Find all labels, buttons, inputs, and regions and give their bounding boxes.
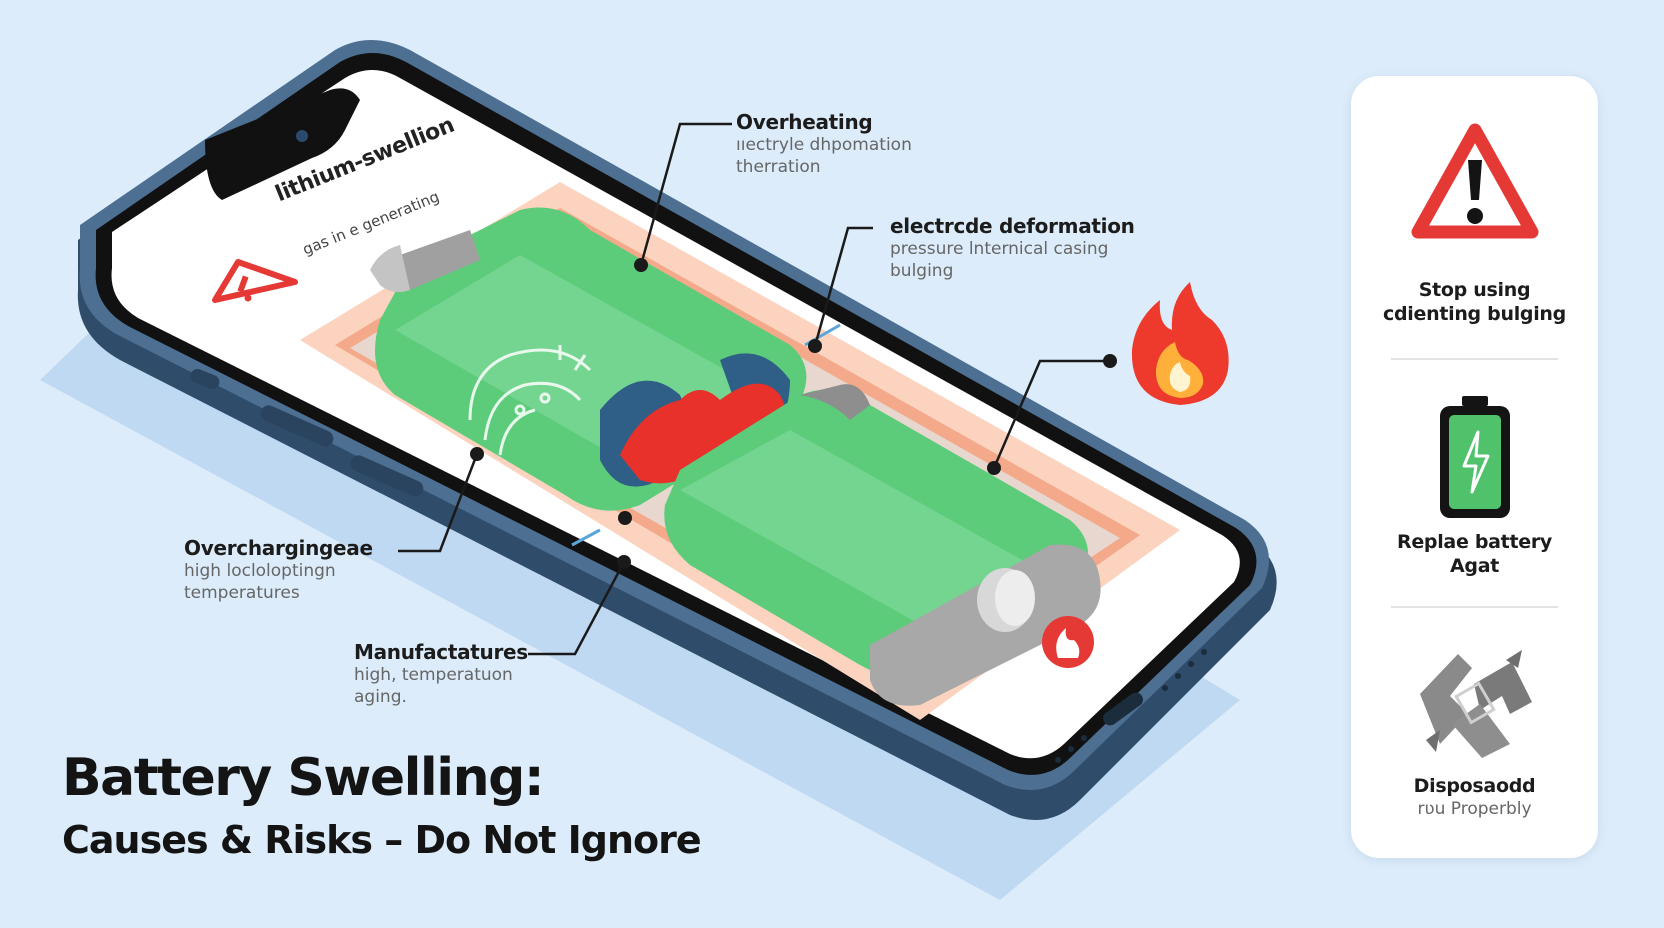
broken-battery-disposal-icon — [1420, 650, 1532, 758]
camera-icon — [296, 130, 308, 142]
action-dispose-properly: Disposaodd rʋu Properbly — [1413, 775, 1536, 819]
action-panel: Stop using cdienting bulging Replae batt… — [1351, 76, 1598, 858]
callout-overcharging: Overchargingeae high locloloptingn tempe… — [184, 536, 373, 603]
warning-triangle-icon — [1411, 123, 1539, 239]
volume-up-button[interactable] — [258, 403, 336, 449]
phone-notch — [205, 88, 360, 200]
callout-leaders — [398, 122, 1110, 656]
speaker-grille — [1055, 649, 1207, 763]
silent-switch[interactable] — [188, 367, 221, 391]
headline-title: Battery Swelling: — [62, 748, 545, 808]
callout-manufacture: Manufactatures high, temperatuon aging. — [354, 640, 528, 707]
headline-subtitle: Causes & Risks – Do Not Ignore — [62, 818, 702, 862]
callout-overheating: Overheating ııectryle dhpomation therrat… — [736, 110, 912, 177]
charging-port — [1103, 692, 1143, 726]
divider — [1391, 606, 1558, 608]
screen-warning-icon — [212, 259, 298, 303]
small-fire-icon — [1042, 616, 1094, 668]
callout-electrode-deformation: electrcde deformation pressure lnternica… — [890, 214, 1135, 281]
volume-down-button[interactable] — [348, 453, 426, 499]
action-replace-battery: Replae battery Agat — [1397, 531, 1552, 577]
callout-dots — [470, 258, 1117, 569]
battery-charge-icon — [1440, 396, 1510, 518]
battery-cell-right — [664, 384, 1101, 706]
action-stop-using: Stop using cdienting bulging — [1383, 279, 1566, 325]
fire-icon — [1131, 282, 1229, 405]
divider — [1391, 358, 1558, 360]
gap-line — [571, 528, 601, 547]
